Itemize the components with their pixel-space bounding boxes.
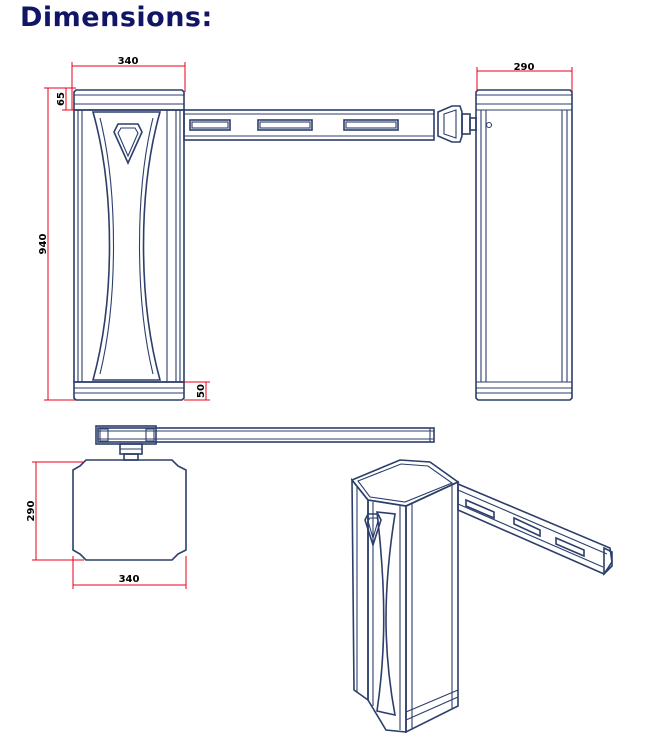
front-width-label: 340 [118,56,139,67]
top-width-label: 340 [119,574,140,585]
side-view [475,89,573,401]
front-top-label: 65 [56,92,67,106]
front-base-label: 50 [196,384,207,398]
page-title: Dimensions: [20,2,213,33]
front-view [73,89,185,401]
isometric-view [350,459,613,734]
top-view [72,425,435,561]
top-depth-label: 290 [26,501,37,522]
side-width-label: 290 [514,62,535,73]
boom-arm-front [183,105,493,143]
front-height-label: 940 [38,234,49,255]
dimension-lines [32,62,573,589]
